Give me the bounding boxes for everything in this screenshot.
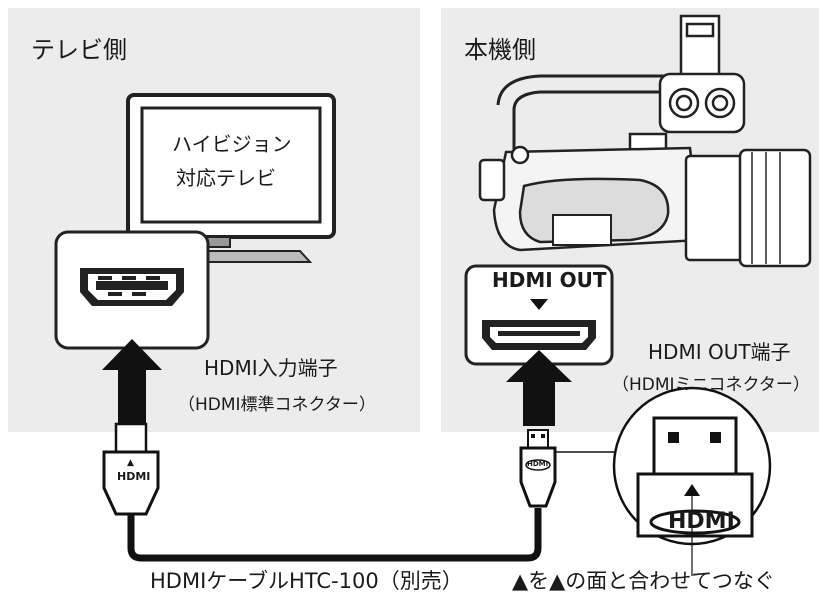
mini-plug-zoom-circle xyxy=(612,386,772,576)
tv-illustration xyxy=(126,93,336,263)
standard-hdmi-plug xyxy=(102,422,160,516)
standard-plug-logo: HDMI xyxy=(117,470,151,483)
tv-screen-line2: 対応テレビ xyxy=(176,166,276,190)
tv-hdmi-port-inset xyxy=(54,230,210,350)
hdmi-cable-line xyxy=(127,508,542,562)
mini-hdmi-plug xyxy=(519,429,557,508)
tv-port-name: HDMI入力端子 xyxy=(204,356,338,380)
tv-side-title: テレビ側 xyxy=(31,36,127,64)
camera-illustration xyxy=(478,14,812,268)
hdmi-out-badge: HDMI OUT xyxy=(492,268,607,292)
camera-insert-arrow xyxy=(506,350,572,426)
zoom-plug-logo: HDMI xyxy=(668,509,735,534)
tv-port-sub: （HDMI標準コネクター） xyxy=(178,395,376,415)
alignment-note: ▲を▲の面と合わせてつなぐ xyxy=(512,569,775,593)
camera-port-name: HDMI OUT端子 xyxy=(648,340,791,364)
standard-plug-mark: ▲ xyxy=(127,458,134,468)
mini-plug-logo: HDMI xyxy=(527,460,549,468)
cable-caption: HDMIケーブルHTC-100（別売） xyxy=(150,569,463,593)
camera-side-title: 本機側 xyxy=(464,36,536,64)
camera-port-sub: （HDMIミニコネクター） xyxy=(612,375,810,395)
tv-screen-line1: ハイビジョン xyxy=(172,132,292,156)
tv-insert-arrow xyxy=(102,339,162,424)
